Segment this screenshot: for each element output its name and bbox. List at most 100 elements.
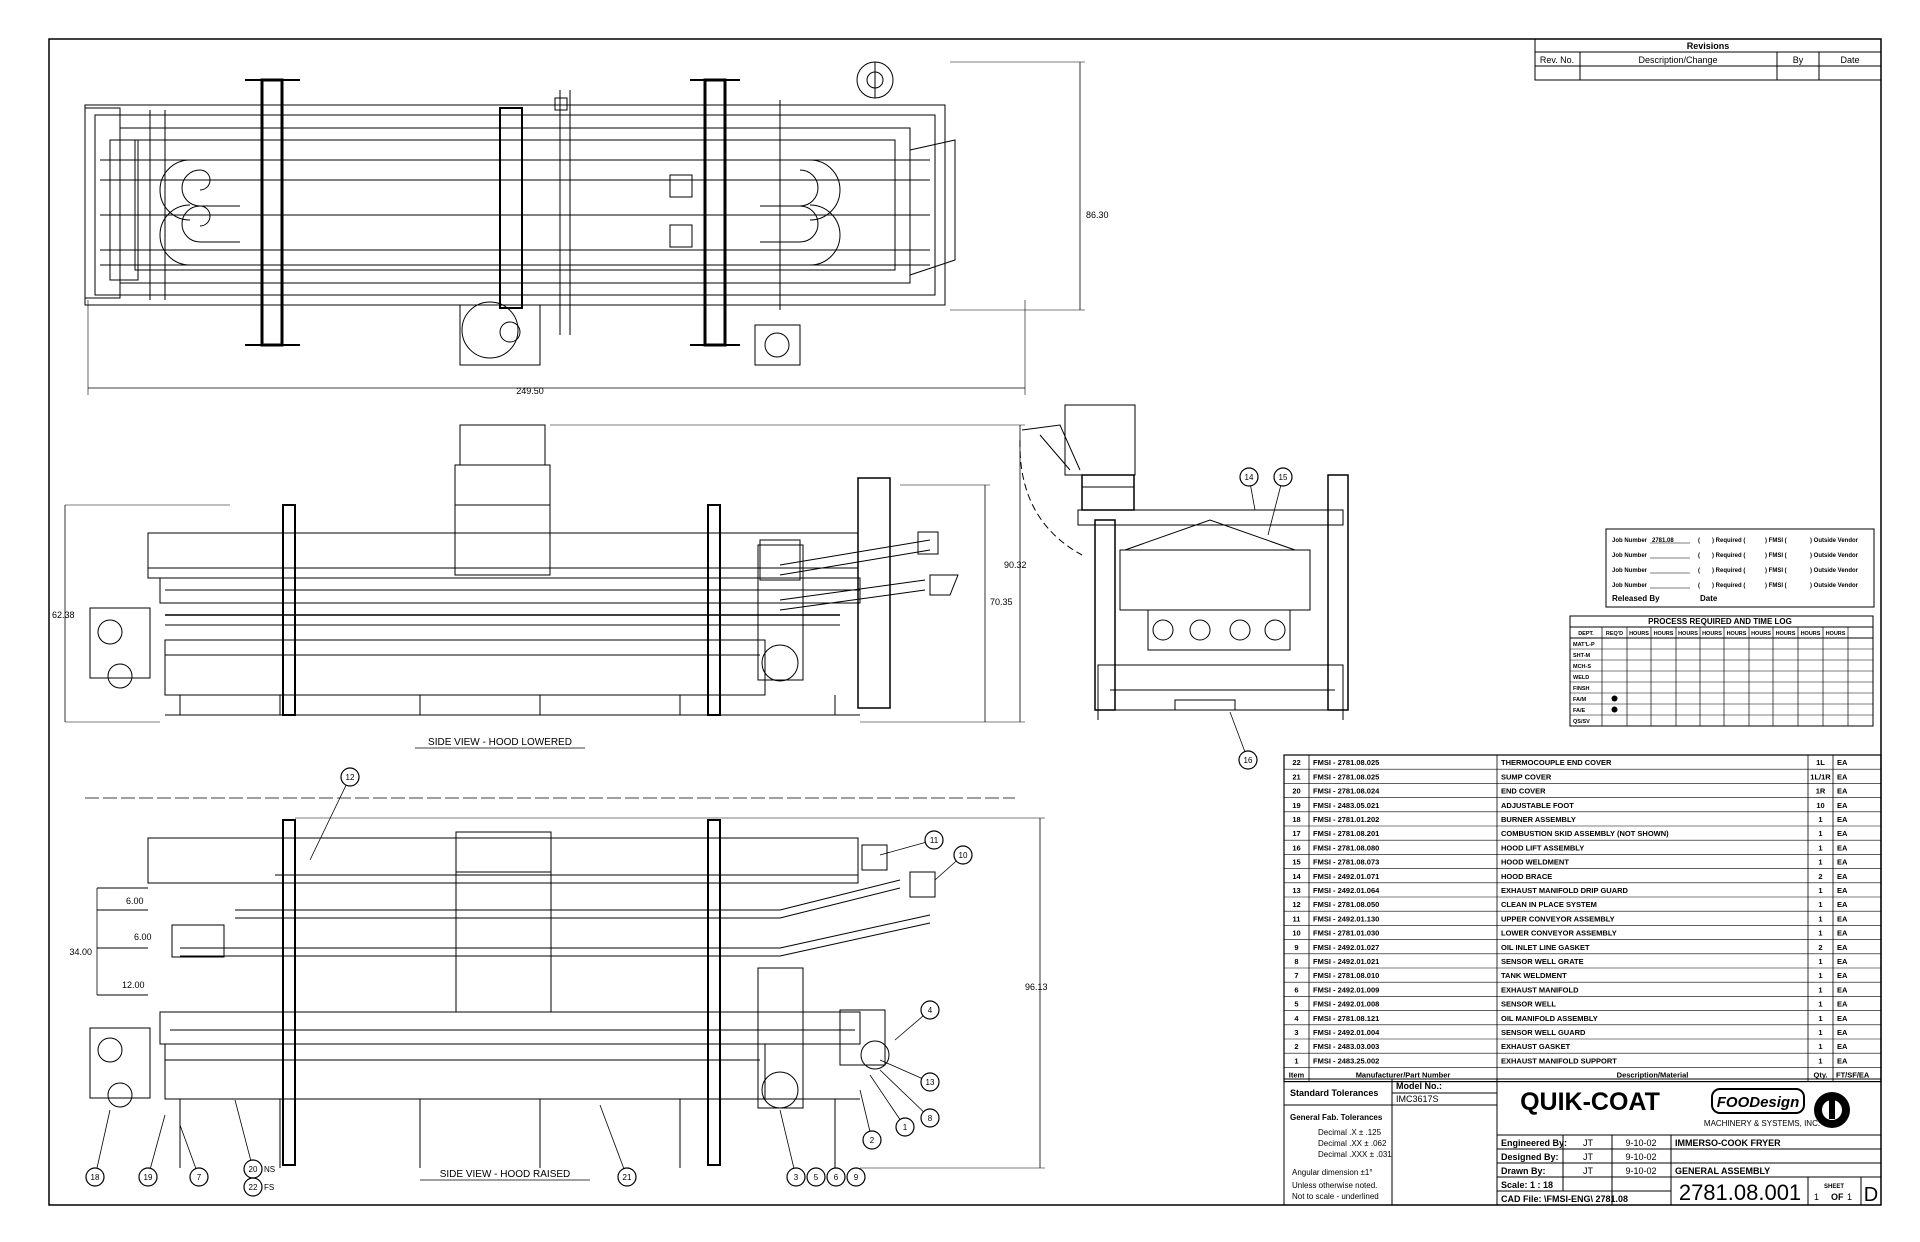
svg-text:FMSI - 2781.08.073: FMSI - 2781.08.073 <box>1313 858 1379 867</box>
svg-text:BURNER ASSEMBLY: BURNER ASSEMBLY <box>1501 815 1576 824</box>
svg-text:Qty.: Qty. <box>1813 1071 1827 1080</box>
svg-text:3: 3 <box>794 1173 799 1182</box>
svg-text:6: 6 <box>834 1173 839 1182</box>
svg-text:9: 9 <box>1294 943 1298 952</box>
process-title: PROCESS REQUIRED AND TIME LOG <box>1648 617 1792 626</box>
dim-raised-stack: 34.00 <box>69 947 92 957</box>
svg-text:16: 16 <box>1244 756 1253 765</box>
svg-text:2: 2 <box>870 1136 875 1145</box>
svg-text:LOWER CONVEYOR ASSEMBLY: LOWER CONVEYOR ASSEMBLY <box>1501 929 1617 938</box>
model-no-label: Model No.: <box>1396 1081 1442 1091</box>
angular-tolerance: Angular dimension ±1° <box>1292 1168 1373 1177</box>
balloon-22-suffix: FS <box>264 1183 274 1192</box>
designed-date: 9-10-02 <box>1625 1152 1656 1162</box>
svg-text:1: 1 <box>1818 1056 1822 1065</box>
svg-text:FMSI - 2781.08.201: FMSI - 2781.08.201 <box>1313 829 1379 838</box>
svg-text:2: 2 <box>1294 1042 1298 1051</box>
svg-text:17: 17 <box>1292 829 1300 838</box>
svg-text:EA: EA <box>1837 758 1848 767</box>
job-row: Job Number() Required () FMSI () Outside… <box>1612 553 1859 559</box>
bom-row: 17 FMSI - 2781.08.201 COMBUSTION SKID ASSE… <box>1292 829 1848 838</box>
job-date-label: Date <box>1700 594 1718 603</box>
svg-text:EA: EA <box>1837 914 1848 923</box>
model-no-value: IMC3617S <box>1396 1094 1439 1104</box>
svg-text:EXHAUST GASKET: EXHAUST GASKET <box>1501 1042 1571 1051</box>
process-mark <box>1611 706 1618 713</box>
svg-text:1: 1 <box>1818 829 1822 838</box>
svg-text:EA: EA <box>1837 1028 1848 1037</box>
svg-text:10: 10 <box>959 851 968 860</box>
revisions-title: Revisions <box>1687 41 1730 51</box>
gen-fab-tolerances: General Fab. Tolerances <box>1290 1113 1383 1122</box>
svg-text:THERMOCOUPLE END COVER: THERMOCOUPLE END COVER <box>1501 758 1612 767</box>
svg-text:) Outside Vendor: ) Outside Vendor <box>1810 553 1859 559</box>
svg-text:1: 1 <box>1818 985 1822 994</box>
svg-text:FMSI - 2781.01.202: FMSI - 2781.01.202 <box>1313 815 1379 824</box>
balloon-21: 21 <box>599 1104 637 1187</box>
svg-text:COMBUSTION SKID ASSEMBLY (NOT: COMBUSTION SKID ASSEMBLY (NOT SHOWN) <box>1501 829 1669 838</box>
sheet-border <box>48 38 1882 1206</box>
revision-letter: D <box>1864 1184 1878 1206</box>
process-header: HOURS <box>1826 631 1846 637</box>
svg-text:) Required (: ) Required ( <box>1712 583 1745 589</box>
svg-text:1: 1 <box>1818 900 1822 909</box>
svg-text:FMSI - 2492.01.130: FMSI - 2492.01.130 <box>1313 914 1379 923</box>
balloon-2: 2 <box>859 1089 882 1150</box>
svg-text:FOODesign: FOODesign <box>1717 1094 1800 1111</box>
svg-text:EXHAUST MANIFOLD: EXHAUST MANIFOLD <box>1501 985 1579 994</box>
process-header: HOURS <box>1629 631 1649 637</box>
svg-text:3: 3 <box>1294 1028 1298 1037</box>
drawn-date: 9-10-02 <box>1625 1166 1656 1176</box>
engineered-by: JT <box>1583 1138 1594 1148</box>
dim-side-height-right: 70.35 <box>990 597 1013 607</box>
balloon-20-suffix: NS <box>264 1165 275 1174</box>
svg-text:1: 1 <box>1818 843 1822 852</box>
svg-text:FMSI - 2492.01.004: FMSI - 2492.01.004 <box>1313 1028 1380 1037</box>
svg-text:) FMSI (: ) FMSI ( <box>1765 583 1787 589</box>
svg-text:EA: EA <box>1837 872 1848 881</box>
revisions-header-date: Date <box>1840 55 1859 65</box>
svg-text:FMSI - 2492.01.021: FMSI - 2492.01.021 <box>1313 957 1379 966</box>
svg-text:) Outside Vendor: ) Outside Vendor <box>1810 583 1859 589</box>
svg-text:FMSI - 2483.05.021: FMSI - 2483.05.021 <box>1313 801 1379 810</box>
svg-text:1: 1 <box>1818 1042 1822 1051</box>
svg-text:CLEAN IN PLACE SYSTEM: CLEAN IN PLACE SYSTEM <box>1501 900 1597 909</box>
balloon-10: 10 <box>934 845 973 881</box>
process-mark <box>1611 695 1618 702</box>
svg-text:EA: EA <box>1837 943 1848 952</box>
process-required-table: PROCESS REQUIRED AND TIME LOG DEPT.REQ'D… <box>1569 615 1874 727</box>
svg-text:11: 11 <box>930 836 939 845</box>
svg-text:9: 9 <box>854 1173 859 1182</box>
dim-top-length: 249.50 <box>516 386 544 396</box>
svg-text:SENSOR WELL GRATE: SENSOR WELL GRATE <box>1501 957 1584 966</box>
svg-text:FMSI - 2492.01.009: FMSI - 2492.01.009 <box>1313 985 1379 994</box>
svg-text:6: 6 <box>1294 985 1298 994</box>
svg-text:EA: EA <box>1837 1056 1848 1065</box>
svg-text:FMSI - 2781.08.025: FMSI - 2781.08.025 <box>1313 758 1379 767</box>
process-dept: MCH-S <box>1573 664 1591 670</box>
balloon-15: 15 <box>1267 467 1293 536</box>
released-by-label: Released By <box>1612 594 1660 603</box>
svg-text:Job Number: Job Number <box>1612 538 1648 544</box>
svg-text:1L: 1L <box>1816 758 1825 767</box>
svg-text:EA: EA <box>1837 829 1848 838</box>
svg-text:EA: EA <box>1837 1014 1848 1023</box>
svg-text:15: 15 <box>1292 858 1300 867</box>
svg-text:(: ( <box>1698 583 1700 589</box>
svg-text:1: 1 <box>1818 1028 1822 1037</box>
svg-text:(: ( <box>1698 538 1700 544</box>
svg-text:EA: EA <box>1837 843 1848 852</box>
svg-text:EA: EA <box>1837 787 1848 796</box>
svg-text:1: 1 <box>1818 957 1822 966</box>
